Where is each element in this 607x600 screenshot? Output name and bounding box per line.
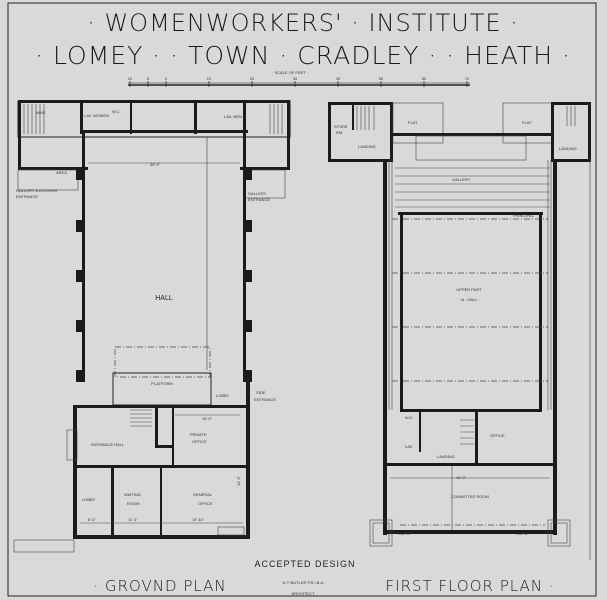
scale-label: · SCALE OF FEET · bbox=[272, 70, 308, 75]
office-label: OFFICE bbox=[490, 433, 505, 438]
general-depth-dimension: 14' 0" bbox=[236, 475, 241, 486]
side-entrance-label-2: ENTRANCE bbox=[254, 397, 276, 402]
general-office-label-2: OFFICE bbox=[198, 501, 213, 506]
private-office-dimension: 15' 0" bbox=[202, 416, 213, 421]
lobby-label: LOBBY bbox=[82, 497, 96, 502]
title-line-1: · WOMENWORKERS' · INSTITUTE · bbox=[87, 9, 519, 37]
first-floor-plan-title: FIRST FLOOR PLAN · bbox=[386, 577, 555, 595]
women-lavatory-label: LAV. WOMEN bbox=[84, 113, 109, 118]
scale-tick-label: 10 bbox=[128, 76, 133, 81]
lav-label: LAV. bbox=[405, 444, 413, 449]
cupboard-left-label: CUPD. bbox=[398, 531, 410, 536]
bins-label: BINS bbox=[36, 110, 46, 115]
wc-label: W.C. bbox=[112, 109, 121, 114]
flat-left-label: FLAT bbox=[408, 120, 418, 125]
gallery-label: GALLERY bbox=[452, 177, 471, 182]
architect-label: ARCHITECT bbox=[292, 591, 315, 596]
platform-label: PLATFORM bbox=[151, 381, 172, 386]
sheet-border bbox=[7, 2, 597, 597]
store-room-label-2: RM. bbox=[336, 130, 343, 135]
scale-tick-label: 30 bbox=[293, 76, 298, 81]
scale-tick-label: 50 bbox=[379, 76, 384, 81]
entrance-hall-label: ENTRANCE HALL bbox=[91, 442, 125, 447]
committee-room-label: COMMITTEE ROOM bbox=[451, 494, 489, 499]
side-entrance-label: SIDE bbox=[256, 390, 266, 395]
landing-left-label: LANDING bbox=[358, 144, 376, 149]
waiting-room-label: WAITING bbox=[124, 492, 141, 497]
lobby-side-label: LOBBY bbox=[216, 393, 230, 398]
ground-plan bbox=[13, 100, 291, 553]
upper-hall-label-2: · of · HALL · bbox=[458, 297, 480, 302]
private-office-label-2: OFFICE bbox=[192, 439, 207, 444]
architect-name: · A·T·BUTLER F.R.I.B.A · bbox=[281, 580, 326, 585]
accepted-design-label: ACCEPTED DESIGN bbox=[254, 559, 355, 569]
committee-width-dimension: 40' 0" bbox=[456, 475, 467, 480]
landing-label: LANDING bbox=[437, 454, 455, 459]
hall-width-dimension: 36' 0" bbox=[150, 162, 161, 167]
general-dimension: 19' 10" bbox=[192, 517, 205, 522]
scale-tick-label: 60 bbox=[422, 76, 427, 81]
landing-right-label: LANDING bbox=[559, 146, 577, 151]
title-line-2: · LOMEY · · TOWN · CRADLEY · · HEATH · bbox=[35, 41, 571, 70]
wc-ff-label: W.C. bbox=[405, 415, 414, 420]
gallery-kitchen-entrance-label-2: ENTRANCE bbox=[16, 194, 38, 199]
lobby-dimension: 8' 0" bbox=[88, 517, 96, 522]
gallery-entrance-label: GALLERY bbox=[248, 191, 267, 196]
first-floor-plan bbox=[328, 102, 591, 560]
cupboard-right-label: CUPD. bbox=[516, 531, 528, 536]
area-label: AREA bbox=[56, 170, 67, 175]
gallery-kitchen-entrance-label: GALLERY & KITCHEN bbox=[16, 188, 57, 193]
private-office-label: PRIVATE bbox=[190, 432, 207, 437]
scale-tick-label: 0 bbox=[165, 76, 168, 81]
hall-label: HALL bbox=[155, 295, 173, 302]
principal-label: PRINCIPAL bbox=[513, 213, 535, 218]
ground-plan-title: · GROVND PLAN bbox=[93, 577, 226, 595]
store-room-label: STORE bbox=[334, 124, 348, 129]
waiting-room-label-2: ROOM bbox=[127, 501, 139, 506]
gallery-entrance-label-2: ENTRANCE bbox=[248, 197, 270, 202]
men-lavatory-label: LAV. MEN bbox=[224, 114, 242, 119]
scale-tick-label: 20 bbox=[250, 76, 255, 81]
scale-tick-label: 5 bbox=[147, 76, 150, 81]
waiting-dimension: 11' 0" bbox=[128, 517, 138, 522]
upper-hall-label: UPPER PART bbox=[456, 287, 482, 292]
flat-right-label: FLAT bbox=[522, 120, 532, 125]
general-office-label: GENERAL bbox=[193, 492, 213, 497]
scale-tick-label: 70 bbox=[465, 76, 470, 81]
scale-tick-label: 10 bbox=[207, 76, 212, 81]
scale-tick-label: 40 bbox=[336, 76, 341, 81]
